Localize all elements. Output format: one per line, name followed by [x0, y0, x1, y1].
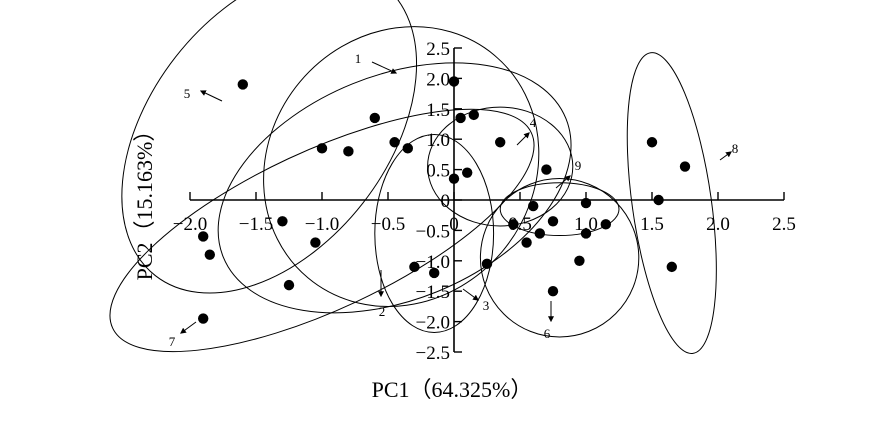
x-tick-label: 0: [449, 214, 459, 235]
y-axis-title: PC2（15.163%）: [132, 120, 157, 281]
data-point: [310, 237, 321, 248]
y-tick-label: −2.5: [416, 343, 450, 364]
y-tick-label: −1.5: [416, 282, 450, 303]
data-point: [495, 137, 506, 148]
data-point: [679, 161, 691, 172]
y-tick-label: 0.5: [426, 161, 450, 182]
data-point: [534, 228, 545, 239]
group-8-arrow: [719, 151, 732, 161]
x-tick-label: −2.0: [173, 214, 207, 235]
x-tick-label: −1.5: [239, 214, 273, 235]
y-tick-label: 1.5: [426, 100, 450, 121]
x-tick-label: 1.5: [640, 214, 664, 235]
group-7-ellipse: [109, 108, 535, 353]
group-1-arrow: [371, 61, 398, 74]
data-point: [547, 286, 559, 297]
group-9-label: 9: [575, 158, 582, 173]
group-ellipses: [109, 0, 717, 354]
data-point: [237, 79, 248, 90]
group-5-label: 5: [184, 86, 191, 101]
data-point: [402, 143, 413, 154]
group-1-ellipse: [263, 26, 540, 307]
data-point: [541, 164, 552, 175]
data-point: [600, 219, 611, 230]
group-6-ellipse: [479, 178, 640, 338]
data-point: [198, 313, 209, 324]
x-tick-label: −0.5: [371, 214, 405, 235]
data-point: [283, 279, 295, 291]
y-tick-label: −2.0: [416, 313, 450, 334]
data-point: [316, 143, 328, 154]
group-2-label: 2: [379, 304, 386, 319]
data-point: [448, 173, 460, 184]
y-tick-label: 0: [441, 191, 451, 212]
data-point: [343, 146, 354, 157]
y-tick-label: −0.5: [416, 221, 450, 242]
data-point: [455, 112, 466, 124]
group-3-arrow: [462, 288, 479, 301]
data-point: [666, 261, 677, 273]
group-7-label: 7: [169, 334, 176, 349]
data-points: [198, 76, 691, 324]
x-tick-label: 1.0: [574, 214, 598, 235]
data-point: [528, 200, 539, 212]
group-7-arrow: [180, 321, 197, 334]
data-point: [198, 231, 209, 242]
group-5-ellipse: [121, 0, 418, 294]
group-8-ellipse: [626, 52, 717, 354]
data-point: [204, 249, 215, 260]
y-tick-label: 2.5: [426, 39, 450, 60]
group-1-label: 1: [355, 51, 362, 66]
x-tick-label: 2.5: [772, 214, 796, 235]
data-point: [462, 167, 473, 178]
data-point: [508, 219, 519, 230]
x-tick-label: −1.0: [305, 214, 339, 235]
y-tick-label: −1.0: [416, 252, 450, 273]
data-point: [646, 137, 658, 148]
data-point: [481, 258, 493, 270]
data-point: [369, 112, 380, 124]
group-4-label: 4: [530, 115, 537, 130]
data-point: [653, 194, 664, 206]
x-tick-label: 2.0: [706, 214, 730, 235]
group-labels: 1 2 3 4 5 6 7 8 9: [169, 51, 739, 349]
group-9-arrow: [555, 175, 571, 189]
y-tick-label: 2.0: [426, 69, 450, 90]
x-axis-title: PC1（64.325%）: [372, 377, 533, 402]
data-point: [574, 255, 585, 266]
group-4-ellipse: [427, 106, 574, 227]
data-point: [429, 267, 440, 279]
data-point: [521, 237, 532, 248]
group-8-label: 8: [732, 141, 739, 156]
data-point: [580, 197, 592, 209]
data-point: [448, 76, 460, 87]
group-2-ellipse: [217, 62, 572, 314]
group-9-ellipse: [499, 182, 620, 237]
y-tick-label: 1.0: [426, 130, 450, 151]
group-5-arrow: [199, 90, 223, 102]
data-point: [468, 109, 479, 121]
data-point: [277, 216, 288, 227]
group-6-label: 6: [544, 326, 551, 341]
data-point: [580, 228, 592, 239]
group-3-label: 3: [483, 298, 490, 313]
data-point: [409, 261, 420, 273]
group-4-arrow: [516, 132, 530, 146]
group-3-ellipse: [374, 133, 495, 333]
data-point: [547, 216, 559, 227]
data-point: [389, 137, 400, 148]
